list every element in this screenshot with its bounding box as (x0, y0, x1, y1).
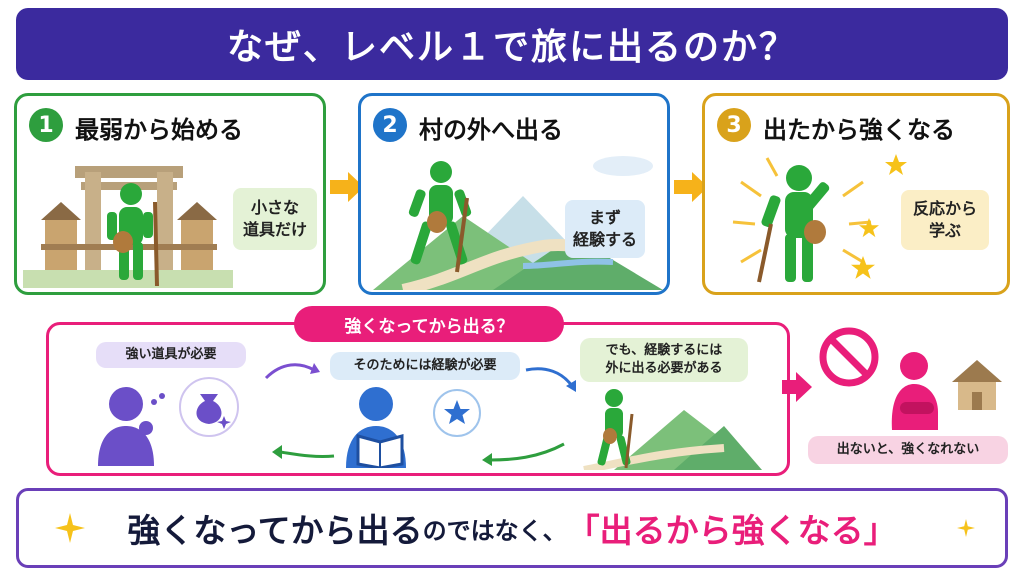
star-bubble-icon (433, 389, 481, 437)
celebrating-hiker-icon (732, 157, 872, 283)
cycle-arrow-icon (272, 445, 335, 459)
step-title-3: 出たから強くなる (763, 116, 955, 144)
house-icon (952, 360, 1002, 410)
step-number-2: 2 (373, 108, 407, 142)
arrow-right-icon (782, 372, 812, 402)
sitting-person-icon (891, 352, 938, 430)
star-icon (851, 256, 875, 279)
hiker-icon (107, 183, 159, 287)
sparkle-icon (55, 513, 85, 543)
step-card-1: 1 最弱から始める 小さな 道具だけ (14, 93, 326, 295)
star-icon (859, 218, 879, 238)
cycle-arrow-icon (264, 363, 320, 380)
result-bubble: 出ないと、強くなれない (808, 436, 1008, 464)
arrow-right-icon (330, 172, 364, 202)
step-title-2: 村の外へ出る (419, 116, 563, 144)
step-note-2: まず 経験する (565, 200, 645, 258)
thinking-person-icon (98, 387, 165, 466)
star-icon (885, 154, 907, 175)
cycle-label: 強くなってから出る？ (294, 306, 564, 342)
need-tool-bubble: 強い道具が必要 (96, 342, 246, 368)
conclusion-part1: 強くなってから出る (127, 511, 423, 550)
reading-person-icon (346, 387, 406, 468)
sparkle-icon (957, 519, 975, 537)
step-number-1: 1 (29, 108, 63, 142)
need-experience-bubble: そのためには経験が必要 (330, 352, 520, 380)
money-bag-icon (179, 377, 239, 437)
cycle-arrow-icon (525, 367, 576, 392)
step-title-1: 最弱から始める (75, 116, 243, 144)
page-title: なぜ、レベル１で旅に出るのか？ (16, 8, 1008, 80)
need-go-out-bubble: でも、経験するには 外に出る必要がある (580, 338, 748, 382)
landscape-illustration (373, 156, 663, 290)
hiker-icon (408, 161, 472, 273)
cycle-arrow-icon (482, 442, 565, 466)
no-entry-icon (819, 327, 879, 387)
step-number-3: 3 (717, 108, 751, 142)
step-card-2: 2 村の外へ出る まず 経験する (358, 93, 670, 295)
gate-icon (23, 166, 233, 288)
conclusion-banner: 強くなってから出る のではなく、 「出るから強くなる」 (16, 488, 1008, 568)
step-note-3: 反応から 学ぶ (901, 190, 989, 250)
step-card-3: 3 出たから強くなる 反応から 学ぶ (702, 93, 1010, 295)
conclusion-part2: のではなく、 (422, 516, 567, 545)
arrow-right-icon (674, 172, 708, 202)
step-note-1: 小さな 道具だけ (233, 188, 317, 250)
hiker-landscape-icon (583, 389, 762, 470)
conclusion-part3: 「出るから強くなる」 (566, 511, 897, 550)
